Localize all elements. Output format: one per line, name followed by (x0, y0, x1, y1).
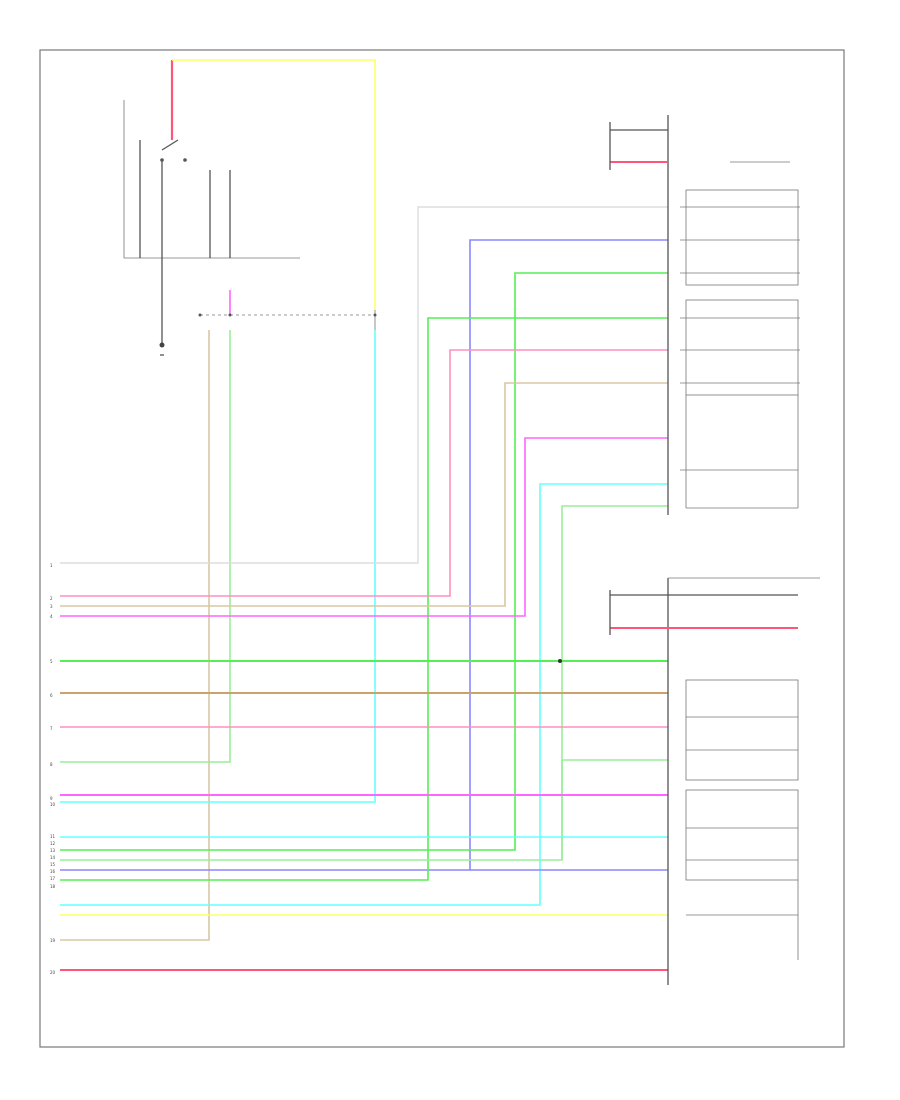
pin-label: 15 (50, 862, 56, 867)
pin-label: 8 (50, 762, 53, 767)
pin-label: 6 (50, 693, 53, 698)
pin-label: 14 (50, 855, 56, 860)
pin-label: 5 (50, 659, 53, 664)
pin-label: 19 (50, 938, 56, 943)
pin-label: 10 (50, 802, 56, 807)
wire-blu (60, 239, 668, 871)
pin-label: 20 (50, 970, 56, 975)
pin-label: 9 (50, 796, 53, 801)
pin-label: 1 (50, 563, 53, 568)
pin-label: 13 (50, 848, 56, 853)
pin-label: 18 (50, 884, 56, 889)
seat-switch-module (123, 100, 300, 356)
wire-ltgrn-second (60, 317, 668, 881)
pin-label: 16 (50, 869, 56, 874)
rear-seat-switch-module (609, 577, 820, 985)
wire-tan-drop (60, 330, 210, 941)
wire-grn-drop (60, 330, 231, 763)
pin-label: 17 (50, 876, 56, 881)
pin-label: 11 (50, 834, 56, 839)
wire-ltblu-drop (60, 330, 376, 803)
diagram-border (39, 49, 845, 1048)
switch-contact (161, 139, 179, 151)
wire-violet (60, 437, 668, 617)
front-seat-switch-module (609, 115, 800, 515)
wire-grn (60, 505, 668, 861)
wire-wht (60, 206, 668, 564)
pin-label: 4 (50, 614, 53, 619)
wire-tan (60, 382, 668, 607)
wire-ltgrn-upper (60, 272, 668, 851)
wire-ltblu (60, 483, 668, 906)
top-connector (198, 313, 377, 317)
pin-label: 2 (50, 596, 53, 601)
pin-label: 12 (50, 841, 56, 846)
wire-pink (60, 349, 668, 597)
pin-label: 3 (50, 604, 53, 609)
pin-label: 7 (50, 726, 53, 731)
